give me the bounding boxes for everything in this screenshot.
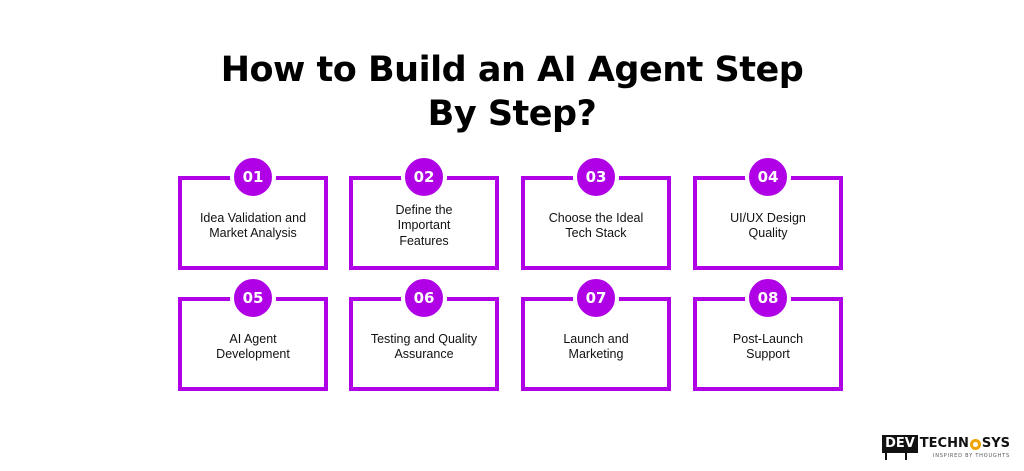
step-label-01: Idea Validation and Market Analysis [199, 210, 307, 241]
logo-sys-part: SYS [981, 436, 1010, 451]
step-label-02: Define the Important Features [395, 202, 453, 248]
step-badge-05: 05 [230, 275, 276, 321]
step-label-07: Launch and Marketing [563, 331, 629, 362]
devtechnosys-logo: DEV TECHN SYS INSPIRED BY THOUGHTS [882, 435, 1010, 465]
logo-techno-text: TECHN SYS [920, 435, 1010, 453]
step-badge-08: 08 [745, 275, 791, 321]
step-badge-03: 03 [573, 154, 619, 200]
page-title-line-2: By Step? [427, 94, 597, 134]
step-label-05: AI Agent Development [216, 331, 290, 362]
step-badge-01: 01 [230, 154, 276, 200]
gear-icon [969, 438, 981, 450]
page-title-line-1: How to Build an AI Agent Step [220, 50, 804, 90]
logo-techn-part: TECHN [919, 436, 969, 451]
logo-wordmark: TECHN SYS INSPIRED BY THOUGHTS [920, 435, 1010, 460]
step-badge-02: 02 [401, 154, 447, 200]
step-label-04: UI/UX Design Quality [730, 210, 806, 241]
page-title: How to Build an AI Agent Step By Step? [0, 48, 1024, 136]
step-badge-06: 06 [401, 275, 447, 321]
logo-monitor-stand [885, 453, 908, 460]
step-card-04: UI/UX Design Quality [693, 176, 843, 270]
logo-dev-mark: DEV [882, 435, 918, 453]
step-label-06: Testing and Quality Assurance [370, 331, 478, 362]
step-label-03: Choose the Ideal Tech Stack [548, 210, 644, 241]
step-badge-07: 07 [573, 275, 619, 321]
step-card-07: Launch and Marketing [521, 297, 671, 391]
logo-tagline: INSPIRED BY THOUGHTS [932, 453, 1010, 459]
step-badge-04: 04 [745, 154, 791, 200]
step-label-08: Post-Launch Support [732, 331, 804, 362]
